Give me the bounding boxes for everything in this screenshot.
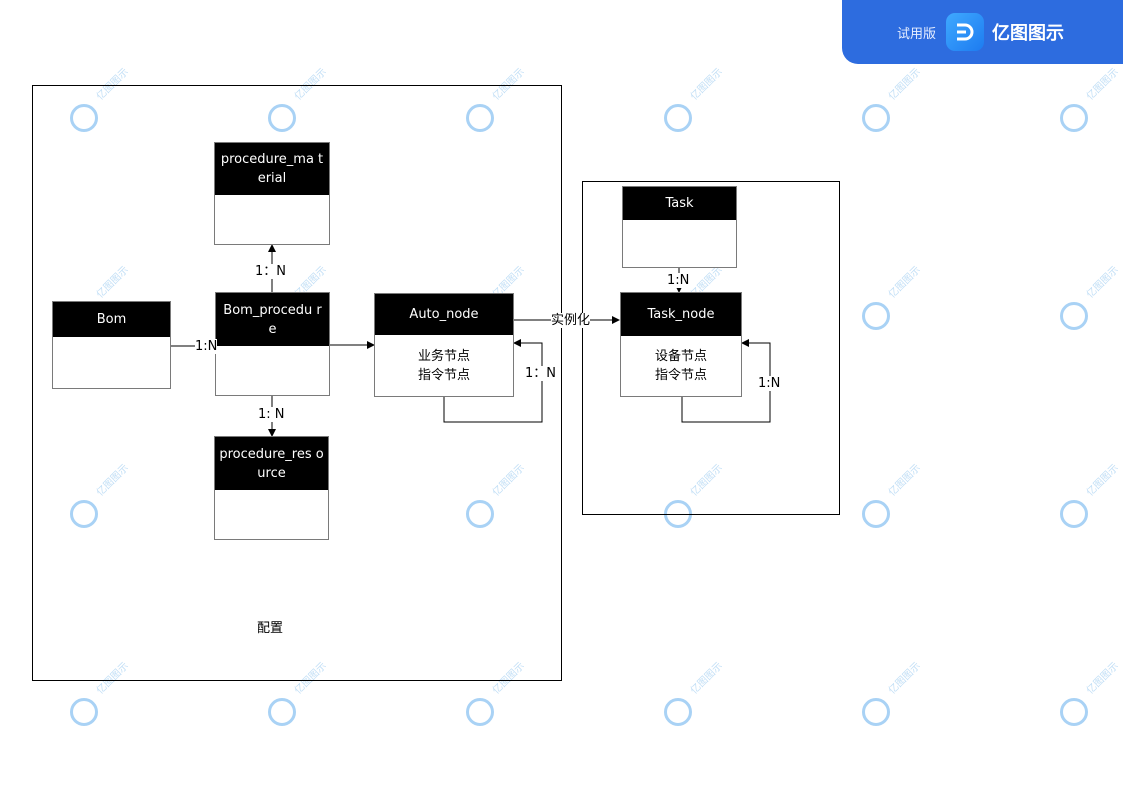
config-frame (32, 85, 562, 681)
autonode-self-loop (443, 339, 543, 423)
trial-label: 试用版 (897, 26, 937, 42)
entity-body: 业务节点 指令节点 (375, 335, 513, 396)
trial-banner: 试用版 亿图图示 (842, 0, 1123, 64)
entity-title: Bom (53, 302, 170, 337)
entity-bom[interactable]: Bom (52, 301, 171, 389)
entity-line: 业务节点 (417, 348, 470, 364)
entity-body (53, 337, 170, 388)
entity-task[interactable]: Task (622, 186, 737, 268)
relation-label-task-tasknode: 1:N (667, 273, 690, 288)
entity-line: 设备节点 (654, 349, 707, 364)
entity-body (215, 195, 329, 244)
entity-procedure-resource[interactable]: procedure_res ource (214, 436, 329, 540)
relation-label-procedure-resource: 1: N (258, 407, 285, 422)
config-label: 配置 (257, 621, 284, 636)
relation-label-autonode-self: 1：N (525, 366, 556, 381)
entity-title: Auto_node (375, 294, 513, 335)
entity-body (216, 346, 329, 395)
entity-line: 指令节点 (654, 368, 707, 383)
relation-label-instantiate: 实例化 (551, 313, 591, 328)
entity-title: Task (623, 187, 736, 220)
entity-body: 设备节点 指令节点 (621, 336, 741, 396)
entity-task-node[interactable]: Task_node 设备节点 指令节点 (620, 292, 742, 397)
entity-bom-procedure[interactable]: Bom_procedu re (215, 292, 330, 396)
entity-line: 指令节点 (417, 367, 470, 383)
entity-title: procedure_ma terial (215, 143, 329, 195)
entity-title: procedure_res ource (215, 437, 328, 490)
edraw-logo-icon (946, 13, 985, 51)
entity-title: Bom_procedu re (216, 293, 329, 346)
relation-label-tasknode-self: 1:N (758, 376, 781, 391)
entity-body (215, 490, 328, 539)
entity-title: Task_node (621, 293, 741, 336)
tasknode-self-loop (681, 339, 771, 423)
task-frame (582, 181, 840, 515)
relation-label-bom-procedure: 1:N (195, 339, 218, 354)
brand-name: 亿图图示 (992, 23, 1065, 44)
relation-label-procedure-material: 1：N (255, 264, 286, 279)
entity-auto-node[interactable]: Auto_node 业务节点 指令节点 (374, 293, 514, 397)
entity-procedure-material[interactable]: procedure_ma terial (214, 142, 330, 245)
entity-body (623, 220, 736, 267)
